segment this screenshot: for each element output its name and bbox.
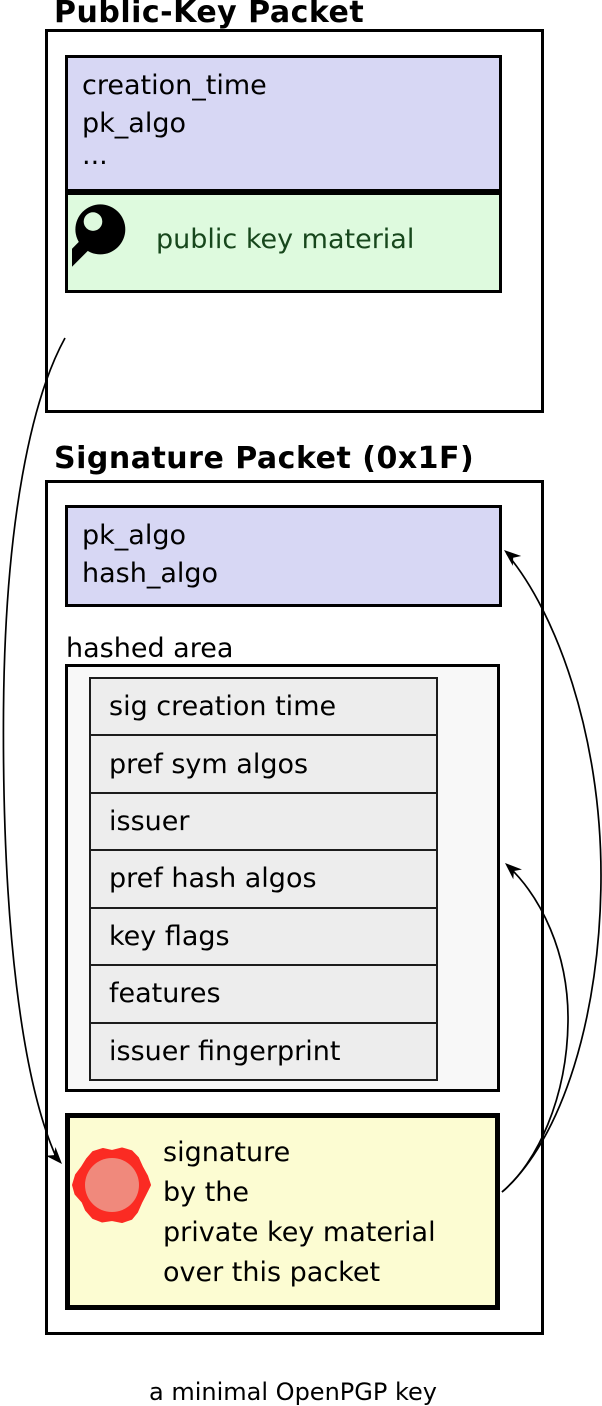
field-ellipsis: ... — [82, 140, 108, 171]
signature-line-4: over this packet — [163, 1257, 381, 1288]
subpacket-issuer: issuer — [89, 791, 438, 852]
hashed-subpacket-list: sig creation time pref sym algos issuer … — [89, 677, 438, 1081]
hashed-area-label: hashed area — [66, 633, 234, 664]
public-key-packet-title: Public-Key Packet — [54, 0, 365, 30]
signature-packet-title: Signature Packet (0x1F) — [54, 441, 475, 476]
public-key-material-label: public key material — [156, 224, 415, 255]
subpacket-issuer-fingerprint: issuer fingerprint — [89, 1021, 438, 1081]
public-key-material-box: public key material — [65, 192, 502, 293]
signature-line-2: by the — [163, 1177, 250, 1208]
signature-algo-fields-box: pk_algo hash_algo — [65, 505, 502, 607]
signature-description: signature by the private key material ov… — [163, 1133, 436, 1293]
field-hash-algo: hash_algo — [82, 558, 219, 589]
public-key-header-fields-box: creation_time pk_algo ... — [65, 55, 502, 192]
subpacket-pref-hash-algos: pref hash algos — [89, 849, 438, 909]
subpacket-key-flags: key flags — [89, 906, 438, 967]
subpacket-pref-sym-algos: pref sym algos — [89, 734, 438, 794]
field-sig-pk-algo: pk_algo — [82, 520, 186, 551]
signature-line-1: signature — [163, 1137, 291, 1168]
subpacket-features: features — [89, 964, 438, 1024]
signature-line-3: private key material — [163, 1217, 436, 1248]
key-icon — [72, 204, 126, 284]
wax-seal-icon — [72, 1147, 151, 1223]
field-creation-time: creation_time — [82, 70, 267, 101]
subpacket-sig-creation-time: sig creation time — [89, 677, 438, 737]
field-pk-algo: pk_algo — [82, 108, 186, 139]
diagram-caption: a minimal OpenPGP key — [149, 1378, 437, 1406]
